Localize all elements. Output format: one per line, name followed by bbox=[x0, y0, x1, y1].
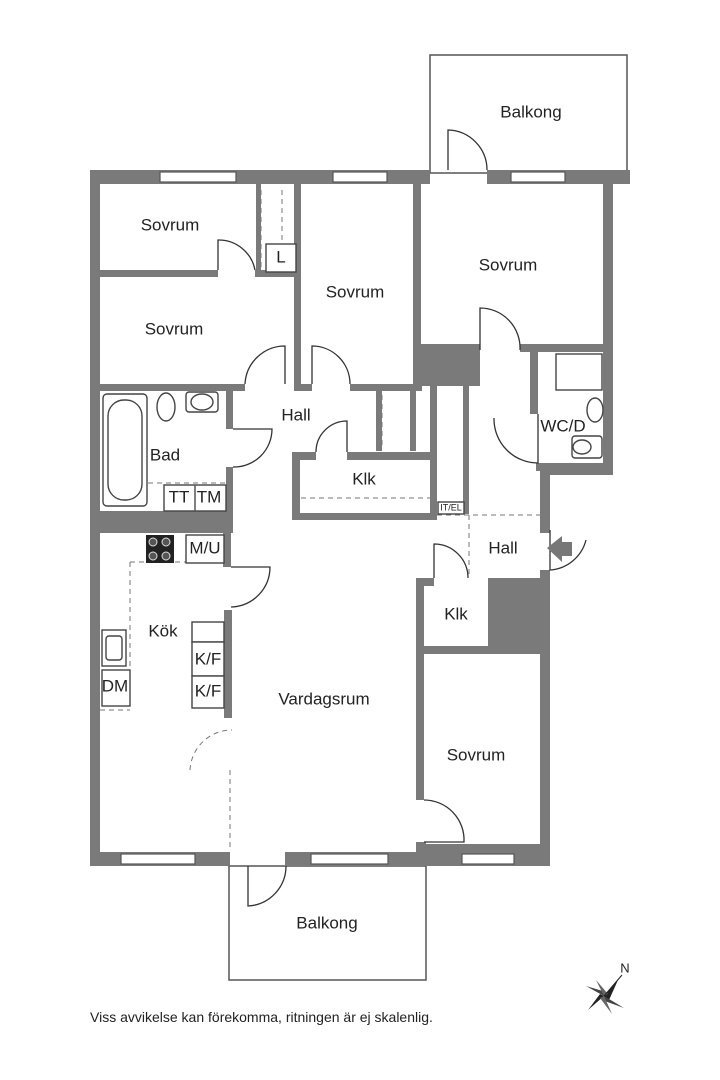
label-kok: Kök bbox=[148, 621, 178, 640]
label-klk-2: Klk bbox=[444, 604, 468, 623]
entrance-arrow-icon bbox=[547, 536, 572, 562]
kitchen-fixtures bbox=[101, 243, 465, 709]
doors bbox=[189, 129, 587, 907]
label-dm: DM bbox=[102, 676, 128, 695]
label-wc: WC/D bbox=[540, 416, 585, 435]
label-tm: TM bbox=[197, 487, 222, 506]
label-mu: M/U bbox=[189, 538, 220, 557]
label-sovrum-5: Sovrum bbox=[447, 745, 506, 764]
label-tt: TT bbox=[169, 487, 190, 506]
label-kf-1: K/F bbox=[195, 649, 221, 668]
label-sovrum-4: Sovrum bbox=[479, 255, 538, 274]
interior-walls bbox=[100, 184, 610, 854]
disclaimer-text: Viss avvikelse kan förekomma, ritningen … bbox=[90, 1009, 433, 1025]
label-sovrum-2: Sovrum bbox=[145, 319, 204, 338]
label-hall-1: Hall bbox=[281, 405, 310, 424]
label-klk-1: Klk bbox=[352, 469, 376, 488]
compass-icon bbox=[586, 974, 624, 1014]
label-vardagsrum: Vardagsrum bbox=[278, 689, 369, 708]
label-kf-2: K/F bbox=[195, 681, 221, 700]
label-sovrum-3: Sovrum bbox=[326, 282, 385, 301]
label-bad: Bad bbox=[150, 445, 180, 464]
compass-north-label: N bbox=[620, 960, 629, 975]
label-linen: L bbox=[276, 247, 285, 266]
bathroom-fixtures bbox=[102, 353, 604, 507]
label-itel: IT/EL bbox=[440, 502, 462, 512]
label-balkong-top: Balkong bbox=[500, 102, 561, 121]
windows bbox=[120, 171, 566, 865]
label-hall-2: Hall bbox=[488, 538, 517, 557]
label-balkong-bottom: Balkong bbox=[296, 913, 357, 932]
dashed-lines bbox=[100, 190, 540, 850]
label-sovrum-1: Sovrum bbox=[141, 215, 200, 234]
